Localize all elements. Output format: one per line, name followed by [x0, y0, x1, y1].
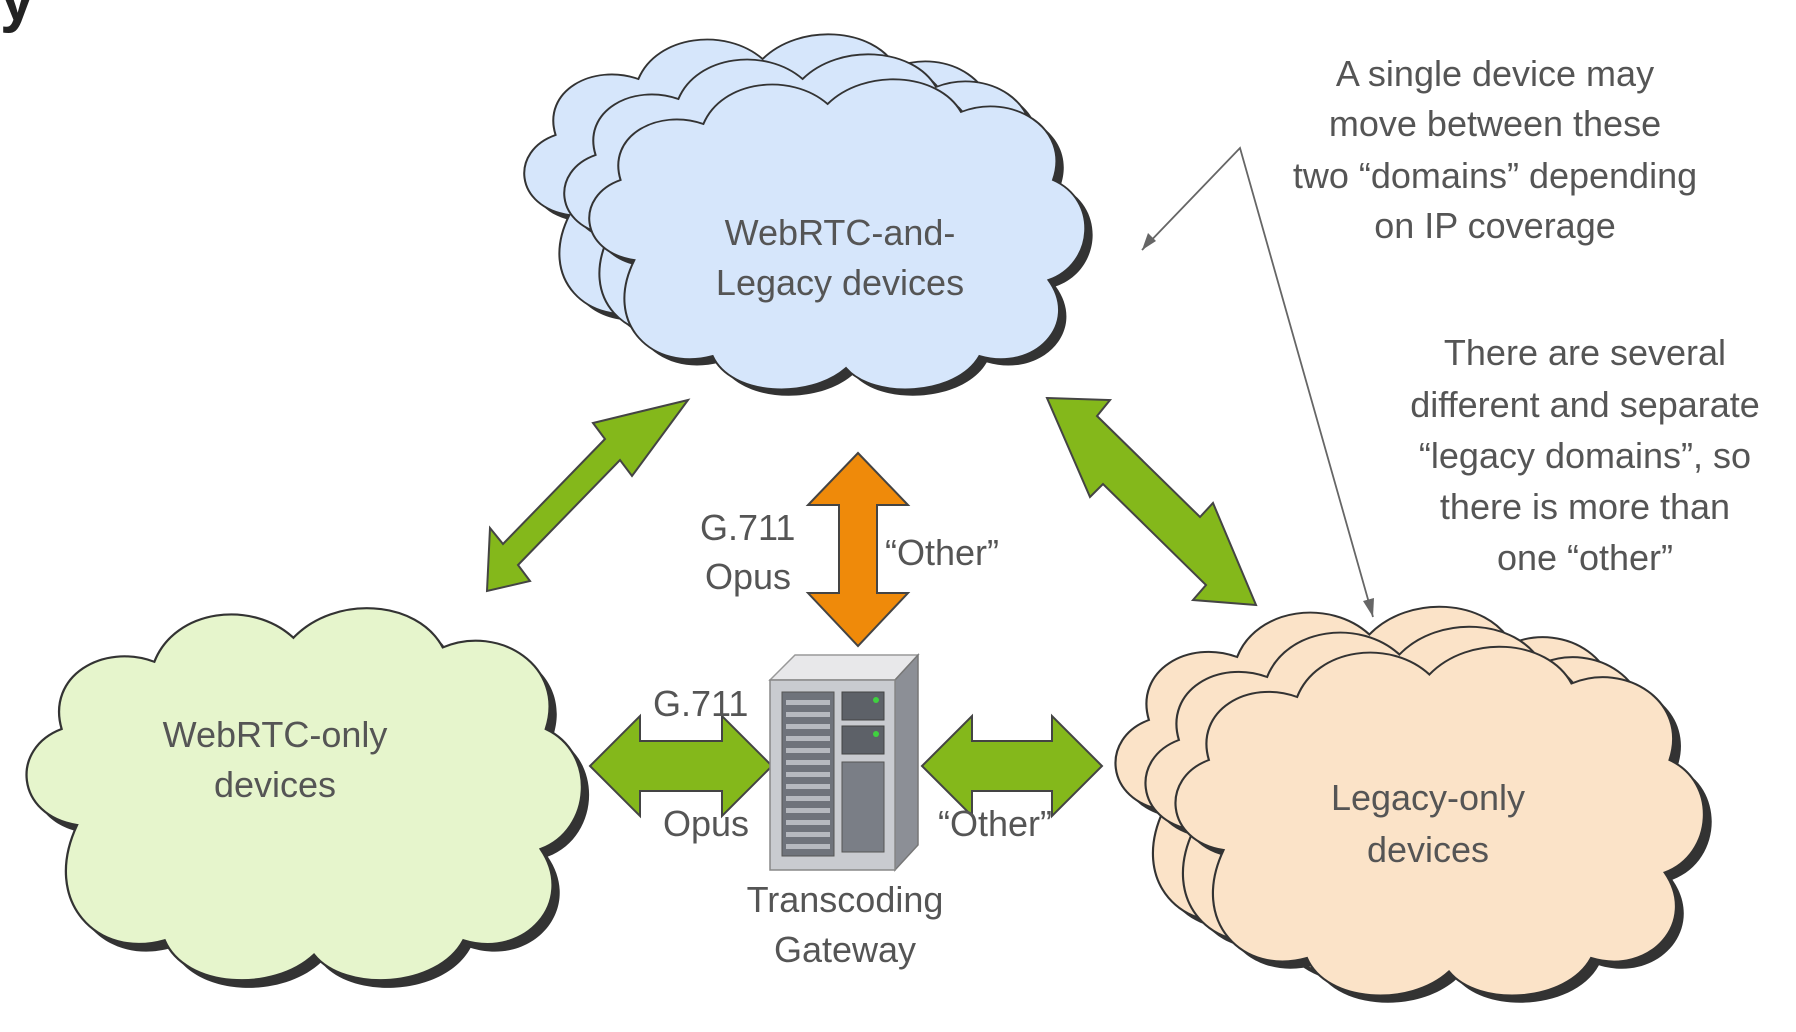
annotation-single-device-line4: on IP coverage [1374, 205, 1616, 246]
annotation-several-domains-line3: “legacy domains”, so [1419, 435, 1751, 476]
cloud-label-legacy-only-line1: Legacy-only [1331, 777, 1525, 818]
arrow-left-horizontal [588, 713, 774, 819]
cloud-label-webrtc-and-legacy-line1: WebRTC-and- [725, 212, 956, 253]
callout-arrowhead-bottom [1363, 598, 1374, 617]
callout-arrowhead-top [1142, 233, 1156, 250]
arrow-top-left-diagonal [485, 398, 691, 593]
gateway-label-line1: Transcoding [747, 879, 944, 920]
annotation-single-device-line3: two “domains” depending [1293, 155, 1697, 196]
gateway-label-line2: Gateway [774, 929, 916, 970]
annotation-single-device-line1: A single device may [1336, 53, 1654, 94]
label-left-opus: Opus [663, 803, 749, 844]
label-top-g711: G.711 [700, 507, 795, 548]
annotation-several-domains-line2: different and separate [1410, 384, 1760, 425]
cloud-label-webrtc-only-line1: WebRTC-only [163, 714, 388, 755]
label-top-other: “Other” [885, 532, 999, 573]
cloud-label-webrtc-only-line2: devices [214, 764, 336, 805]
server-icon [768, 653, 920, 872]
annotation-several-domains-line1: There are several [1444, 332, 1726, 373]
callout-lines [1141, 146, 1374, 618]
annotation-several-domains-line5: one “other” [1497, 537, 1673, 578]
label-left-g711: G.711 [653, 683, 748, 724]
arrow-orange-vertical [805, 451, 911, 648]
annotation-several-domains-line4: there is more than [1440, 486, 1730, 527]
cloud-legacy-only: Legacy-only devices [1114, 605, 1712, 1003]
slide-title-fragment: y [0, 0, 35, 34]
label-right-other: “Other” [938, 803, 1052, 844]
cloud-label-legacy-only-line2: devices [1367, 829, 1489, 870]
arrow-right-horizontal [920, 713, 1104, 819]
cloud-label-webrtc-and-legacy-line2: Legacy devices [716, 262, 964, 303]
annotation-single-device: A single device may move between these t… [1293, 53, 1697, 246]
cloud-webrtc-only: WebRTC-only devices [25, 607, 590, 988]
cloud-webrtc-and-legacy: WebRTC-and- Legacy devices [523, 33, 1093, 396]
annotation-several-domains: There are several different and separate… [1410, 332, 1760, 578]
arrow-top-right-diagonal [1045, 396, 1258, 607]
label-top-opus: Opus [705, 556, 791, 597]
annotation-single-device-line2: move between these [1329, 103, 1661, 144]
